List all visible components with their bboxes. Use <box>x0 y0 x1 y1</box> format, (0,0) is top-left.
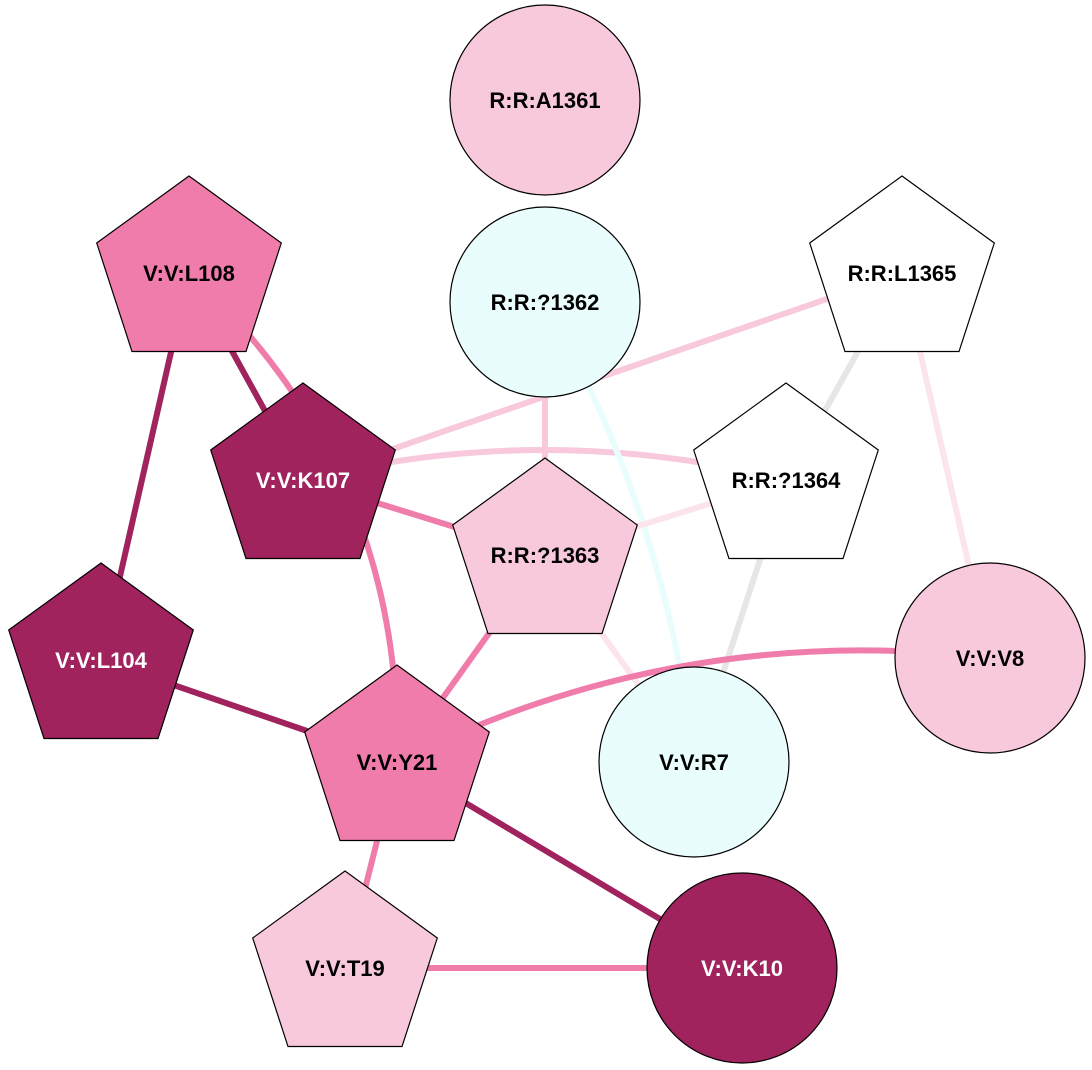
circle-shape <box>449 206 641 398</box>
pentagon-shape <box>251 870 439 1048</box>
node-label: V:V:T19 <box>305 956 384 981</box>
node-label: R:R:?1362 <box>491 290 600 315</box>
node-L104[interactable]: V:V:L104 <box>7 562 195 740</box>
pentagon-shape <box>209 382 397 560</box>
pentagon-shape <box>303 664 491 842</box>
node-label: V:V:Y21 <box>357 750 438 775</box>
pentagon-shape <box>451 457 639 635</box>
node-Y21[interactable]: V:V:Y21 <box>303 664 491 842</box>
node-A1361[interactable]: R:R:A1361 <box>449 4 641 196</box>
node-K10[interactable]: V:V:K10 <box>646 872 838 1064</box>
circle-shape <box>449 4 641 196</box>
pentagon-shape <box>692 382 880 560</box>
circle-shape <box>894 562 1086 754</box>
node-label: V:V:K10 <box>701 956 783 981</box>
node-label: R:R:L1365 <box>848 261 957 286</box>
node-label: V:V:L108 <box>143 261 235 286</box>
circle-shape <box>646 872 838 1064</box>
node-K107[interactable]: V:V:K107 <box>209 382 397 560</box>
node-label: V:V:L104 <box>55 648 147 673</box>
node-label: R:R:?1364 <box>732 468 842 493</box>
node-Q1362[interactable]: R:R:?1362 <box>449 206 641 398</box>
node-V8[interactable]: V:V:V8 <box>894 562 1086 754</box>
node-label: R:R:?1363 <box>491 543 600 568</box>
pentagon-shape <box>7 562 195 740</box>
node-label: R:R:A1361 <box>489 88 600 113</box>
node-L108[interactable]: V:V:L108 <box>95 175 283 353</box>
node-R7[interactable]: V:V:R7 <box>598 666 790 858</box>
node-label: V:V:R7 <box>659 750 729 775</box>
node-label: V:V:V8 <box>956 646 1024 671</box>
circle-shape <box>598 666 790 858</box>
node-Q1363[interactable]: R:R:?1363 <box>451 457 639 635</box>
pentagon-shape <box>808 175 996 353</box>
node-T19[interactable]: V:V:T19 <box>251 870 439 1048</box>
pentagon-shape <box>95 175 283 353</box>
node-Q1364[interactable]: R:R:?1364 <box>692 382 880 560</box>
node-label: V:V:K107 <box>256 468 350 493</box>
node-L1365[interactable]: R:R:L1365 <box>808 175 996 353</box>
